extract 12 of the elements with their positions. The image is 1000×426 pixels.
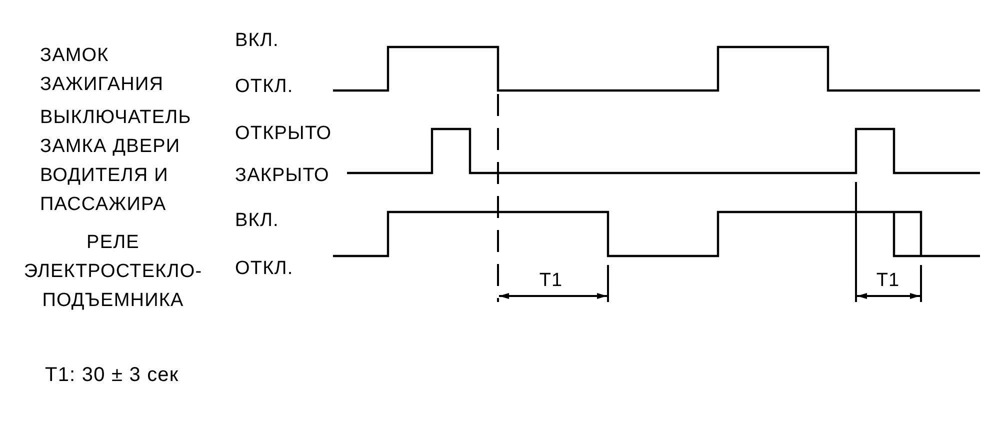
signal-name: РЕЛЕ ЭЛЕКТРОСТЕКЛО- ПОДЪЕМНИКА <box>22 230 204 312</box>
state-label: ЗАКРЫТО <box>235 164 330 188</box>
state-label: ОТКЛ. <box>235 256 294 280</box>
state-label: ОТКЛ. <box>235 74 294 98</box>
state-label: ВКЛ. <box>235 208 279 232</box>
note-text: T1: 30 ± 3 сек <box>45 362 179 388</box>
signal-name: ЗАМОК ЗАЖИГАНИЯ <box>40 44 164 96</box>
dimension-label: T1 <box>875 268 901 292</box>
signal-name: ВЫКЛЮЧАТЕЛЬ ЗАМКА ДВЕРИ ВОДИТЕЛЯ И ПАССАЖИРА <box>40 106 192 216</box>
dimension-label: T1 <box>538 268 564 292</box>
state-label: ВКЛ. <box>235 28 279 52</box>
state-label: ОТКРЫТО <box>235 122 332 146</box>
